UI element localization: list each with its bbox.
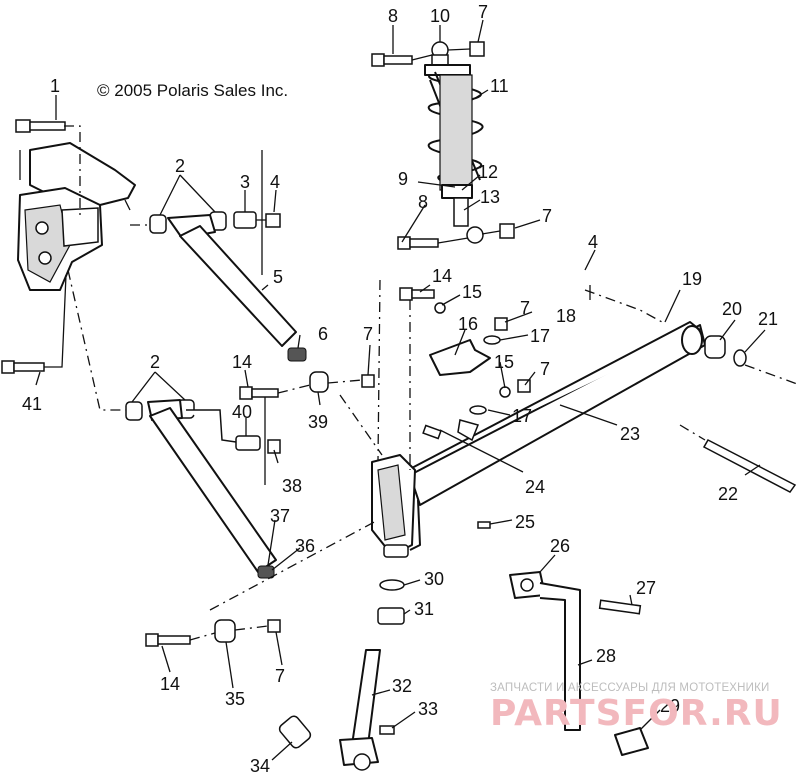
- callout-7: 7: [363, 324, 373, 344]
- callout-34: 34: [250, 756, 270, 775]
- shock-absorber: [424, 41, 484, 244]
- callout-13: 13: [480, 187, 500, 207]
- callout-14: 14: [432, 266, 452, 286]
- callout-14: 14: [160, 674, 180, 694]
- callout-33: 33: [418, 699, 438, 719]
- callout-7: 7: [275, 666, 285, 686]
- callout-15: 15: [494, 352, 514, 372]
- watermark: ЗАПЧАСТИ И АКСЕССУАРЫ ДЛЯ МОТОТЕХНИКИ PA…: [490, 682, 783, 734]
- watermark-subtitle: ЗАПЧАСТИ И АКСЕССУАРЫ ДЛЯ МОТОТЕХНИКИ: [490, 682, 770, 694]
- callout-3: 3: [240, 172, 250, 192]
- callout-4: 4: [270, 172, 280, 192]
- callout-7: 7: [540, 359, 550, 379]
- callout-5: 5: [273, 267, 283, 287]
- lower-a-arm: [125, 399, 281, 579]
- pivot-35: [145, 619, 281, 647]
- callout-35: 35: [225, 689, 245, 709]
- trailing-arm: [407, 321, 797, 551]
- callout-27: 27: [636, 578, 656, 598]
- callout-4: 4: [588, 232, 598, 252]
- callout-11: 11: [490, 76, 509, 96]
- callout-15: 15: [462, 282, 482, 302]
- callout-41: 41: [22, 394, 42, 414]
- bolt-41: [1, 360, 45, 374]
- callout-38: 38: [282, 476, 302, 496]
- callout-6: 6: [318, 324, 328, 344]
- callout-14: 14: [232, 352, 252, 372]
- callout-7: 7: [542, 206, 552, 226]
- callout-18: 18: [556, 306, 576, 326]
- spindle-housing: [278, 454, 416, 771]
- callout-22: 22: [718, 484, 738, 504]
- callout-23: 23: [620, 424, 640, 444]
- callout-16: 16: [458, 314, 478, 334]
- callout-8: 8: [388, 6, 398, 26]
- watermark-brand: PARTSFOR.RU: [490, 693, 783, 734]
- bolt-1: [15, 119, 66, 133]
- pivot-39: [239, 371, 375, 400]
- callout-39: 39: [308, 412, 328, 432]
- bracket-16: [399, 287, 531, 529]
- callout-7: 7: [520, 298, 530, 318]
- steering-arm: [509, 571, 649, 756]
- callout-8: 8: [418, 192, 428, 212]
- callout-17: 17: [512, 406, 532, 426]
- callout-32: 32: [392, 676, 412, 696]
- callout-17: 17: [530, 326, 550, 346]
- callout-9: 9: [398, 169, 408, 189]
- callout-21: 21: [758, 309, 778, 329]
- callout-20: 20: [722, 299, 742, 319]
- callout-19: 19: [682, 269, 702, 289]
- callout-37: 37: [270, 506, 290, 526]
- copyright-text: © 2005 Polaris Sales Inc.: [97, 81, 288, 100]
- callout-31: 31: [414, 599, 434, 619]
- callout-1: 1: [50, 76, 60, 96]
- callout-25: 25: [515, 512, 535, 532]
- shock-mount-hardware: [371, 41, 515, 250]
- callout-30: 30: [424, 569, 444, 589]
- upper-a-arm: [149, 211, 307, 362]
- callout-12: 12: [478, 162, 498, 182]
- callout-10: 10: [430, 6, 450, 26]
- callout-24: 24: [525, 477, 545, 497]
- callout-29: 29: [660, 696, 680, 716]
- callout-2: 2: [175, 156, 185, 176]
- callout-40: 40: [232, 402, 252, 422]
- callout-28: 28: [596, 646, 616, 666]
- leader-lines: [35, 19, 766, 761]
- callout-26: 26: [550, 536, 570, 556]
- callout-7: 7: [478, 2, 488, 22]
- callout-2: 2: [150, 352, 160, 372]
- callout-labels: 1 2 3 4 5 6 7 2 14 40 39 38 37 36 41 8 1…: [22, 2, 778, 775]
- chassis-bracket: [17, 142, 136, 291]
- callout-36: 36: [295, 536, 315, 556]
